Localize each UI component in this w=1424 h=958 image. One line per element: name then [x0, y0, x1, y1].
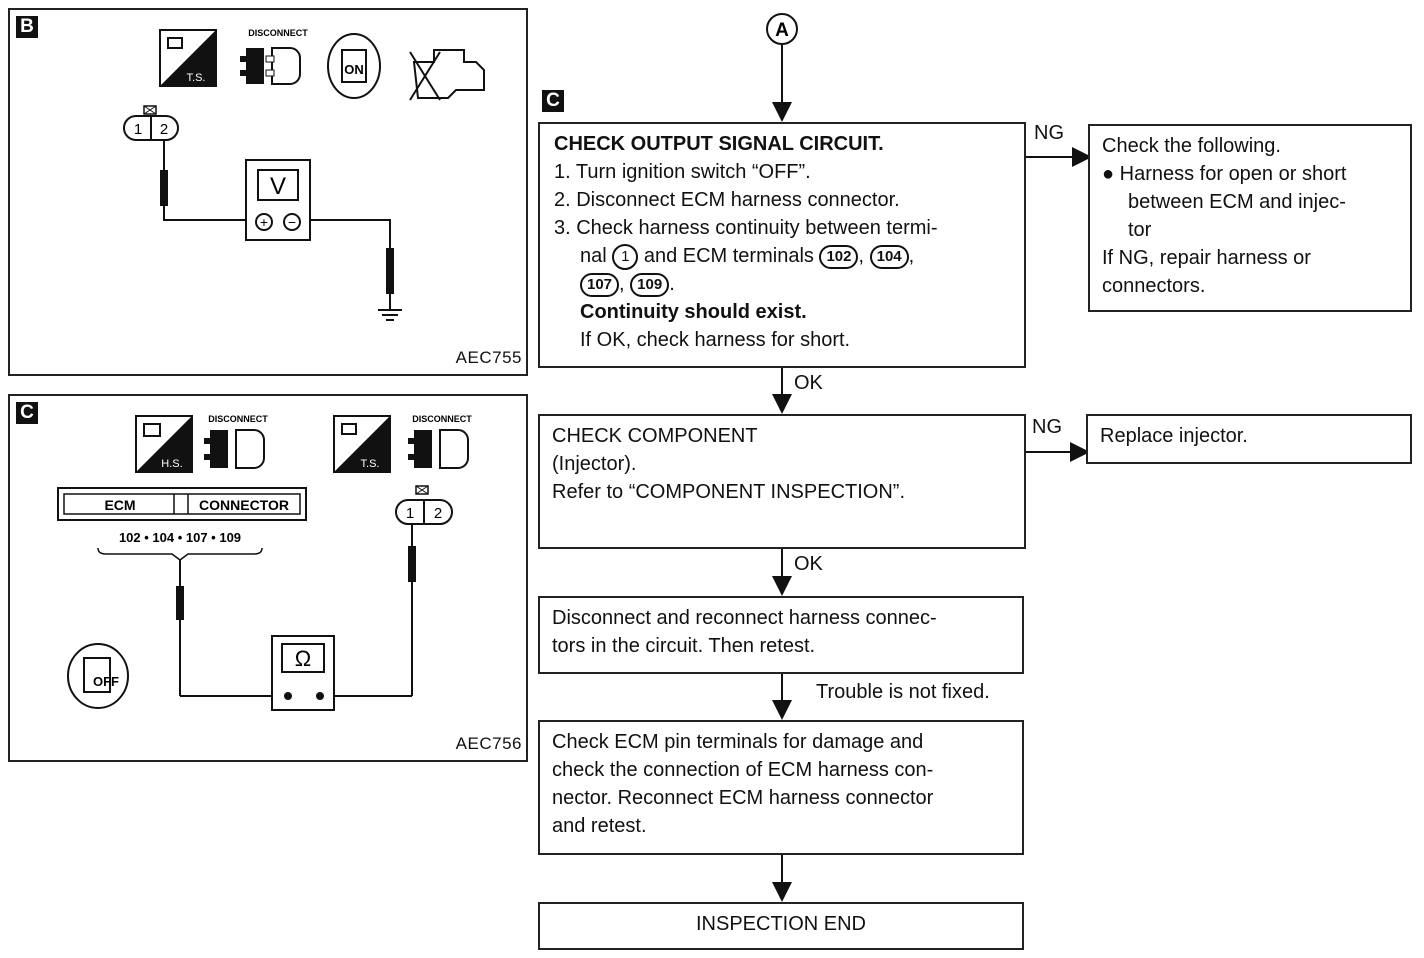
ohmmeter: Ω	[271, 635, 335, 711]
disconnect-icon: DISCONNECT	[204, 414, 268, 469]
box4-line: and retest.	[552, 815, 647, 837]
terminal-102-badge: 102	[819, 244, 859, 269]
ok-label-2: OK	[794, 553, 823, 575]
terminal-107-badge: 107	[580, 272, 620, 297]
check-component-box: CHECK COMPONENT (Injector). Refer to “CO…	[538, 414, 1026, 549]
svg-text:A: A	[775, 20, 789, 41]
hs-icon: H.S.	[135, 415, 193, 473]
svg-text:V: V	[270, 173, 286, 200]
engine-icon	[409, 49, 485, 101]
disconnect-icon: DISCONNECT	[408, 414, 472, 469]
svg-text:−: −	[288, 214, 296, 230]
panel-c-code: AEC756	[455, 734, 522, 753]
panel-b-diagram: T.S. DISCONNECT ON 1 2	[123, 28, 485, 321]
box1-continuity: Continuity should exist.	[580, 301, 807, 323]
flow-step-tag: C	[542, 90, 564, 112]
box1-step3a: 3. Check harness continuity between term…	[554, 217, 938, 239]
disconnect-icon: DISCONNECT	[240, 28, 308, 85]
ng1-line: between ECM and injec-	[1128, 191, 1346, 213]
ng1-line: tor	[1128, 219, 1152, 241]
ts-icon: T.S.	[159, 29, 217, 87]
terminal-1-badge: 1	[612, 243, 639, 270]
svg-text:OFF: OFF	[93, 674, 119, 689]
svg-text:T.S.: T.S.	[361, 458, 380, 470]
start-marker: A	[766, 13, 798, 45]
box1-step3c: 107, 109.	[554, 270, 1012, 298]
box2-line: (Injector).	[552, 453, 637, 475]
reconnect-box: Disconnect and reconnect harness connec-…	[538, 596, 1024, 674]
panel-c: C H.S. DISCONNECT T.S. DISCONNECT	[8, 394, 528, 762]
panel-c-tag: C	[16, 402, 38, 424]
probe-wires	[160, 140, 402, 321]
ignition-key-icon: OFF	[67, 643, 129, 709]
voltmeter: V + −	[245, 159, 311, 241]
ng-label-2: NG	[1032, 416, 1062, 438]
svg-text:ON: ON	[344, 62, 364, 77]
panel-b-tag: B	[16, 16, 38, 38]
ng-label-1: NG	[1034, 122, 1064, 144]
ng1-result-box: Check the following. ● Harness for open …	[1088, 124, 1412, 312]
terminal-109-badge: 109	[630, 272, 670, 297]
svg-text:DISCONNECT: DISCONNECT	[412, 414, 472, 424]
ng1-line: ● Harness for open or short	[1102, 163, 1347, 185]
inspection-end-box: INSPECTION END	[538, 902, 1024, 950]
box1-step2: 2. Disconnect ECM harness connector.	[554, 189, 900, 211]
ts-icon: T.S.	[333, 415, 391, 473]
svg-text:DISCONNECT: DISCONNECT	[208, 414, 268, 424]
box2-line: Refer to “COMPONENT INSPECTION”.	[552, 481, 906, 503]
svg-text:102 • 104 • 107 • 109: 102 • 104 • 107 • 109	[119, 530, 241, 545]
box3-line: tors in the circuit. Then retest.	[552, 635, 816, 657]
box3-line: Disconnect and reconnect harness connec-	[552, 607, 937, 629]
svg-text:T.S.: T.S.	[187, 72, 206, 84]
svg-text:H.S.: H.S.	[161, 458, 182, 470]
svg-text:Ω: Ω	[295, 646, 311, 671]
svg-text:2: 2	[434, 505, 442, 522]
replace-injector-box: Replace injector.	[1086, 414, 1412, 464]
box4-line: nector. Reconnect ECM harness connector	[552, 787, 934, 809]
svg-text:1: 1	[134, 121, 142, 138]
inspection-end-text: INSPECTION END	[695, 913, 867, 935]
injector-connector: 1 2	[123, 105, 179, 141]
svg-text:CONNECTOR: CONNECTOR	[199, 497, 289, 513]
check-output-signal-box: CHECK OUTPUT SIGNAL CIRCUIT. 1. Turn ign…	[538, 122, 1026, 368]
box4-line: check the connection of ECM harness con-	[552, 759, 934, 781]
svg-text:+: +	[260, 214, 268, 230]
svg-text:2: 2	[160, 121, 168, 138]
check-ecm-pins-box: Check ECM pin terminals for damage and c…	[538, 720, 1024, 855]
probe-wires	[176, 524, 416, 697]
ok-label-1: OK	[794, 372, 823, 394]
ng1-line: If NG, repair harness or	[1102, 247, 1311, 269]
box1-ok-note: If OK, check harness for short.	[580, 329, 851, 351]
ignition-key-icon: ON	[327, 33, 381, 99]
box1-step1: 1. Turn ignition switch “OFF”.	[554, 161, 811, 183]
svg-text:1: 1	[406, 505, 414, 522]
svg-text:ECM: ECM	[104, 497, 135, 513]
replace-injector-text: Replace injector.	[1100, 425, 1248, 447]
panel-c-diagram: H.S. DISCONNECT T.S. DISCONNECT	[57, 414, 472, 711]
terminal-104-badge: 104	[869, 244, 909, 269]
box2-line: CHECK COMPONENT	[552, 425, 758, 447]
panel-b: B T.S. DISCONNECT ON	[8, 8, 528, 376]
svg-text:DISCONNECT: DISCONNECT	[248, 28, 308, 38]
box1-step3b: nal 1 and ECM terminals 102, 104,	[554, 242, 1012, 270]
trouble-label: Trouble is not fixed.	[816, 681, 990, 703]
box4-line: Check ECM pin terminals for damage and	[552, 731, 924, 753]
box1-title: CHECK OUTPUT SIGNAL CIRCUIT.	[554, 133, 884, 155]
panel-b-code: AEC755	[455, 348, 522, 367]
ng1-line: connectors.	[1102, 275, 1206, 297]
injector-connector: 1 2	[395, 485, 453, 525]
ng1-line: Check the following.	[1102, 135, 1281, 157]
